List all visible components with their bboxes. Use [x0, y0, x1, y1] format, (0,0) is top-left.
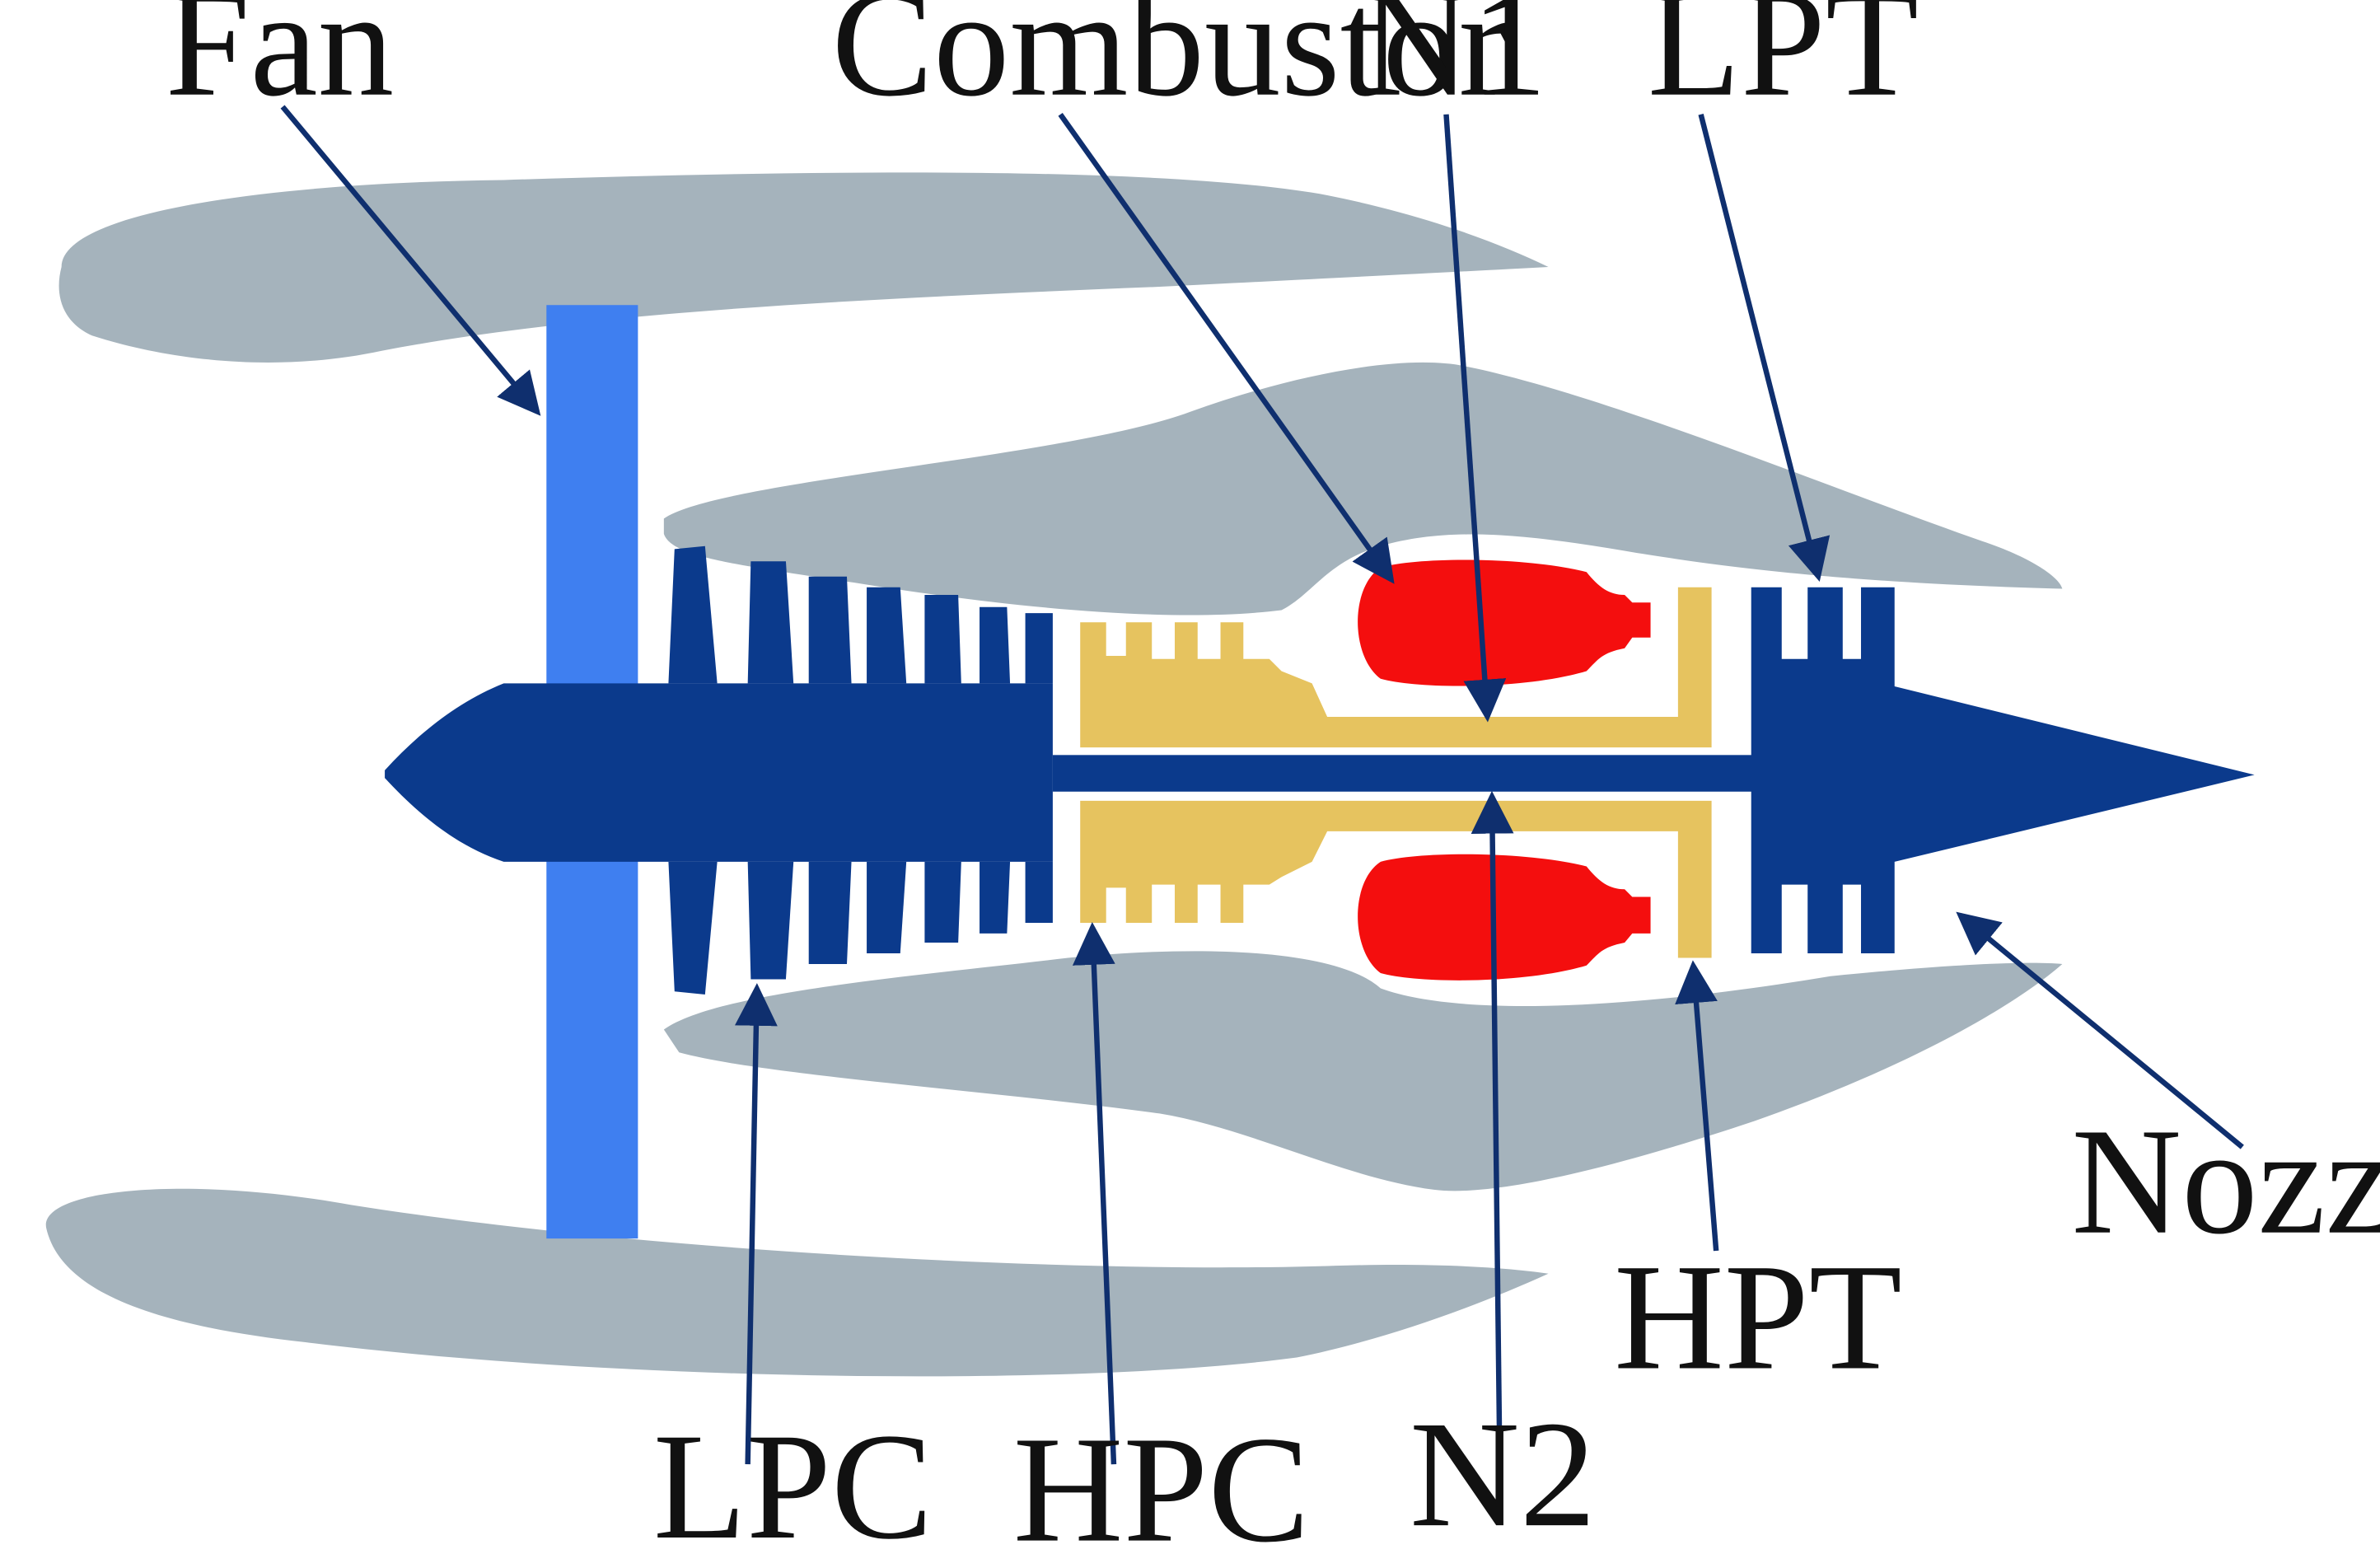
lpc-leader	[734, 983, 778, 1465]
label-n2: N2	[1410, 1390, 1596, 1559]
n1-leader	[1443, 114, 1507, 723]
core-cowl-lower	[663, 951, 2063, 1191]
leader-lines	[280, 105, 2244, 1465]
n2-leader	[1471, 790, 1514, 1449]
label-nozzle: Nozzle	[2071, 1098, 2380, 1266]
label-n1: N1	[1361, 0, 1547, 129]
label-lpt: LPT	[1648, 0, 1919, 129]
nacelle-upper	[58, 172, 1549, 363]
label-fan: Fan	[166, 0, 395, 129]
core-cowl-upper	[663, 362, 2063, 615]
label-hpc: HPC	[1013, 1406, 1310, 1568]
fan-leader	[280, 105, 541, 416]
label-hpt: HPT	[1614, 1233, 1902, 1402]
lpt-leader	[1698, 114, 1831, 583]
hpc-leader	[1072, 922, 1117, 1465]
low-spool-shaft	[1052, 755, 1762, 792]
label-lpc: LPC	[653, 1402, 933, 1568]
combustor-leader	[1058, 112, 1395, 584]
combustor-upper	[1358, 559, 1651, 686]
lpt-tail-cone	[1751, 587, 2255, 953]
lpc-blades	[668, 545, 1053, 995]
label-combustor: Combustor	[831, 0, 1509, 129]
low-spool-hub	[385, 683, 1053, 862]
nozzle-leader	[1956, 911, 2244, 1149]
high-spool	[1080, 587, 1712, 958]
nacelle-lower	[45, 1188, 1549, 1377]
combustor-lower	[1358, 854, 1651, 981]
hpt-leader	[1675, 960, 1719, 1252]
